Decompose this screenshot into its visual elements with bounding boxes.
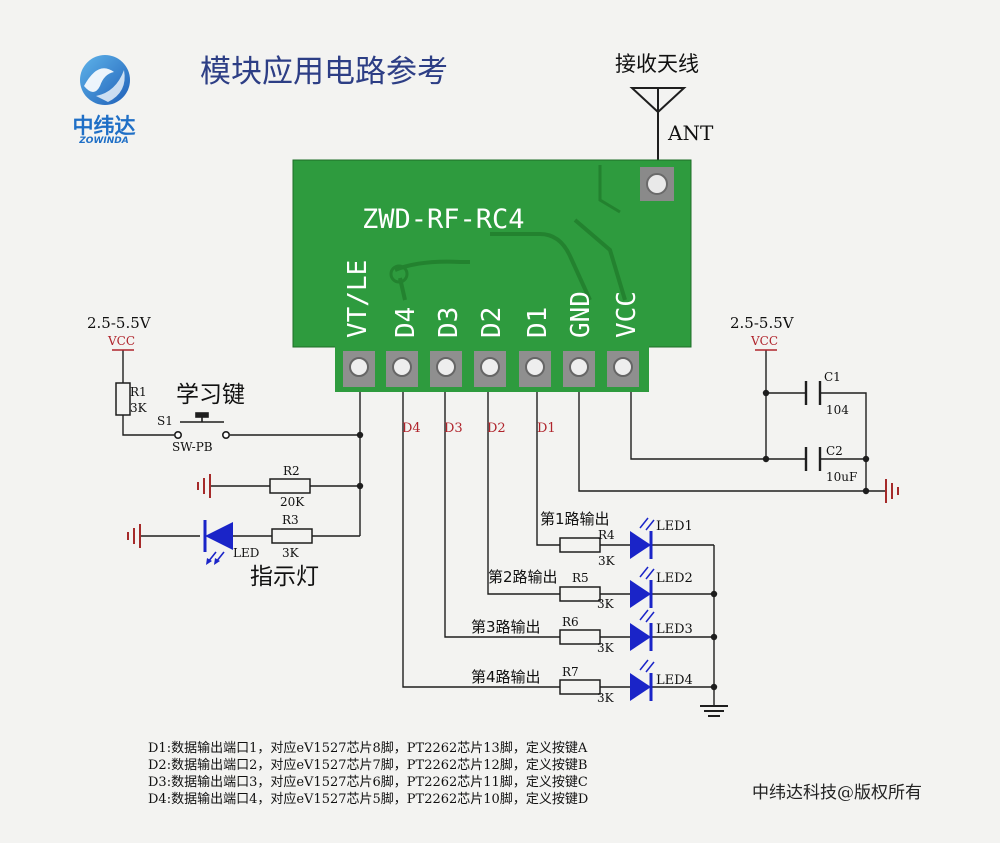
note-line: D1:数据输出端口1，对应eV1527芯片8脚，PT2262芯片13脚，定义按键…: [148, 740, 588, 756]
output-resistor-ref: R7: [562, 665, 579, 679]
antenna-title: 接收天线: [615, 52, 699, 76]
led-caption: 指示灯: [250, 564, 319, 590]
logo-name-en: ZOWINDA: [78, 136, 128, 146]
left-supply-net: VCC: [107, 334, 135, 348]
pin-label-vt-le: VT/LE: [343, 260, 373, 338]
logo-name-cn: 中纬达: [73, 114, 136, 138]
resistor-icon: [115, 382, 131, 416]
resistor-icon: [271, 528, 313, 544]
pin-label-vcc: VCC: [612, 291, 642, 338]
r2-value: 20K: [280, 495, 305, 509]
logo-wave-icon: [84, 68, 114, 92]
note-line: D4:数据输出端口4，对应eV1527芯片5脚，PT2262芯片10脚，定义按键…: [148, 791, 588, 807]
left-supply: 2.5-5.5V VCC: [87, 314, 152, 351]
output-label: 第3路输出: [471, 618, 541, 636]
module-pads: [343, 351, 639, 387]
led-label: LED4: [656, 673, 693, 688]
led-ref: LED: [233, 546, 259, 560]
right-supply-net: VCC: [750, 334, 778, 348]
right-supply-voltage: 2.5-5.5V: [730, 314, 795, 332]
resistor-r1: R1 3K: [115, 382, 148, 416]
module-pcb: [292, 159, 692, 348]
capacitor-c2: C2 10uF: [804, 444, 857, 484]
s1-caption: 学习键: [176, 382, 245, 408]
output-resistor-value: 3K: [597, 691, 615, 705]
copyright: 中纬达科技@版权所有: [752, 783, 922, 803]
c2-value: 10uF: [826, 470, 857, 484]
indicator-circuit: LED R3 3K 指示灯: [127, 513, 319, 590]
led-icon: [630, 659, 655, 701]
rf-module: ZWD-RF-RC4 VT/LE D4 D3 D2 D1 GND VCC: [292, 159, 692, 392]
pin-label-d4: D4: [391, 307, 421, 338]
module-model: ZWD-RF-RC4: [362, 204, 525, 235]
output-channel-3: 第3路输出 R6 3K LED3: [471, 609, 693, 655]
r1-ref: R1: [130, 385, 147, 399]
resistor-icon: [559, 537, 601, 553]
output-resistor-ref: R5: [572, 571, 589, 585]
led-indicator-icon: [203, 520, 233, 565]
pushbutton-icon: [174, 412, 231, 439]
note-line: D3:数据输出端口3，对应eV1527芯片6脚，PT2262芯片11脚，定义按键…: [148, 774, 588, 790]
output-resistor-value: 3K: [597, 597, 615, 611]
capacitor-icon: [804, 381, 822, 405]
output-label: 第4路输出: [471, 668, 541, 686]
page-title: 模块应用电路参考: [200, 54, 448, 90]
led-label: LED1: [656, 519, 693, 534]
r3-value: 3K: [282, 546, 300, 560]
net-label-d3: D3: [444, 421, 463, 436]
switch-s1: 学习键 S1 SW-PB: [157, 382, 245, 454]
resistor-icon: [269, 478, 311, 494]
c2-ref: C2: [826, 444, 843, 458]
c1-ref: C1: [824, 370, 841, 384]
s1-ref: S1: [157, 414, 173, 428]
led-label: LED3: [656, 622, 693, 637]
resistor-icon: [559, 586, 601, 602]
output-resistor-ref: R6: [562, 615, 579, 629]
capacitor-c1: C1 104: [804, 370, 849, 417]
resistor-icon: [559, 629, 601, 645]
pin-label-d1: D1: [523, 307, 553, 338]
net-label-d2: D2: [487, 421, 506, 436]
antenna-label: ANT: [667, 121, 714, 145]
antenna: 接收天线 ANT: [615, 52, 714, 180]
company-logo: 中纬达 ZOWINDA: [73, 55, 136, 146]
output-channel-4: 第4路输出 R7 3K LED4: [471, 659, 693, 705]
capacitor-icon: [804, 447, 822, 471]
output-channel-1: 第1路输出 R4 3K LED1: [540, 510, 693, 568]
ground-icon: [197, 474, 211, 498]
resistor-icon: [559, 679, 601, 695]
ground-icon: [127, 524, 141, 548]
pin-label-gnd: GND: [566, 291, 596, 338]
resistor-r2: R2 20K: [197, 464, 311, 509]
output-resistor-value: 3K: [598, 554, 616, 568]
output-resistor-value: 3K: [597, 641, 615, 655]
output-label: 第1路输出: [540, 510, 610, 528]
right-supply: 2.5-5.5V VCC: [730, 314, 795, 351]
led-icon: [630, 517, 655, 559]
led-label: LED2: [656, 571, 693, 586]
output-label: 第2路输出: [488, 568, 558, 586]
output-resistor-ref: R4: [598, 528, 615, 542]
c1-value: 104: [826, 403, 849, 417]
left-supply-voltage: 2.5-5.5V: [87, 314, 152, 332]
pin-label-d2: D2: [477, 307, 507, 338]
led-icon: [630, 566, 655, 608]
note-line: D2:数据输出端口2，对应eV1527芯片7脚，PT2262芯片12脚，定义按键…: [148, 757, 587, 773]
pin-label-d3: D3: [434, 307, 464, 338]
net-label-d1: D1: [537, 421, 556, 436]
notes: D1:数据输出端口1，对应eV1527芯片8脚，PT2262芯片13脚，定义按键…: [148, 740, 588, 807]
led-icon: [630, 609, 655, 651]
r1-value: 3K: [130, 401, 148, 415]
output-channel-2: 第2路输出 R5 3K LED2: [488, 566, 693, 611]
ground-icon: [700, 705, 728, 717]
s1-value: SW-PB: [172, 440, 213, 454]
ground-icon: [885, 479, 899, 503]
net-label-d4: D4: [402, 421, 421, 436]
r2-ref: R2: [283, 464, 300, 478]
junctions: [356, 389, 870, 691]
r3-ref: R3: [282, 513, 299, 527]
